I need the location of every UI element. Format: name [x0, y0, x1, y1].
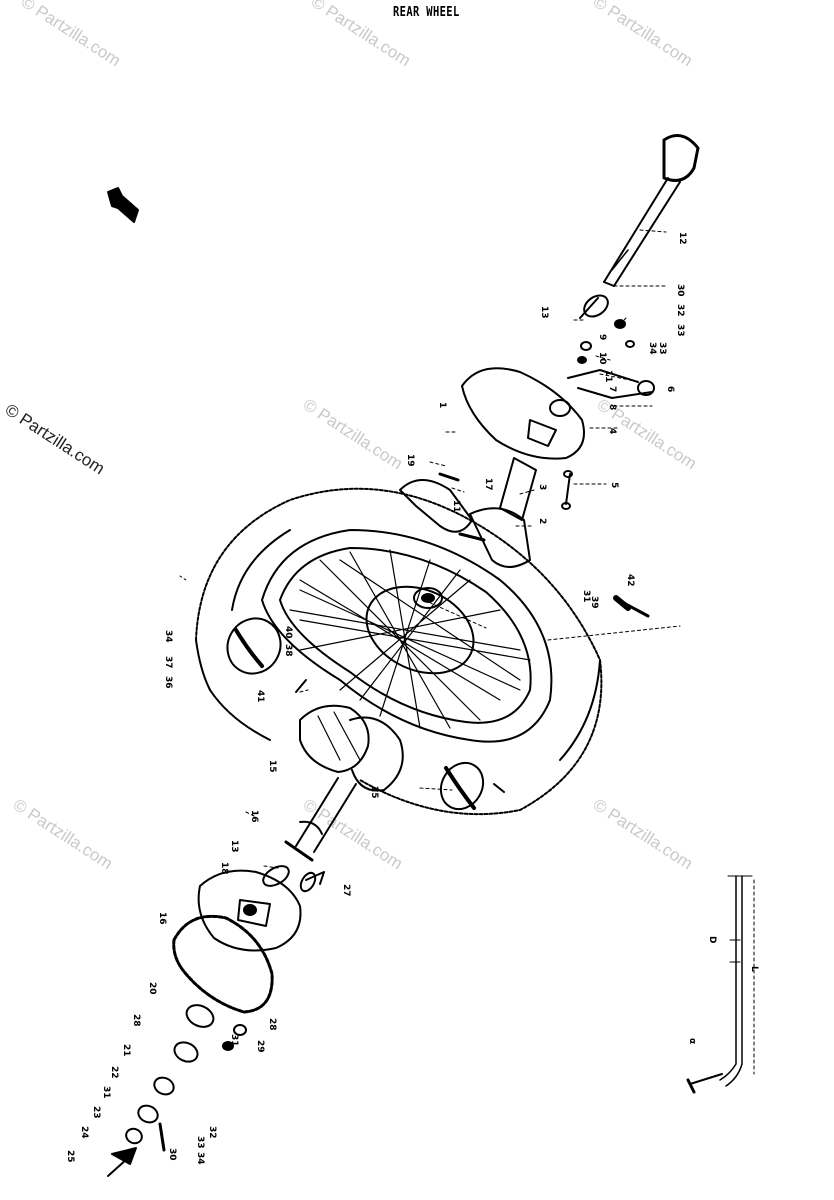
part-label: D — [707, 936, 717, 943]
part-label: 37 — [163, 656, 173, 669]
sprocket-drum — [197, 869, 302, 952]
part-label: 33 — [657, 342, 667, 355]
brake-panel — [461, 367, 655, 460]
part-label: α — [687, 1038, 697, 1044]
part-label: 29 — [255, 1040, 265, 1053]
part-label: 31 — [581, 590, 591, 603]
part-label: 17 — [483, 478, 493, 491]
part-labels: 12 30 32 33 34 33 13 9 10 11 7 6 8 4 1 5… — [65, 232, 759, 1165]
part-label: 25 — [369, 786, 379, 799]
sprocket-spacer — [284, 777, 357, 862]
part-label: 18 — [219, 862, 229, 875]
part-label: 39 — [589, 596, 599, 609]
part-label: 42 — [625, 574, 635, 587]
part-label: 5 — [609, 482, 619, 488]
part-label: L — [749, 966, 759, 972]
front-arrow-icon — [107, 187, 139, 223]
part-label: 2 — [537, 518, 547, 524]
cotter-pin — [295, 679, 505, 885]
tire-bead-line — [179, 575, 187, 581]
leader-lines — [245, 229, 681, 869]
part-label: 32 — [675, 304, 685, 317]
part-label: 23 — [91, 1106, 101, 1119]
part-label: 4 — [607, 428, 617, 434]
part-label: 30 — [167, 1148, 177, 1161]
chain-adjuster-bolt — [613, 595, 650, 618]
part-label: 28 — [131, 1014, 141, 1027]
part-label: 27 — [341, 884, 351, 897]
rim-and-spokes — [261, 529, 553, 743]
part-label: 31 — [101, 1086, 111, 1099]
part-label: 34 — [163, 630, 173, 643]
part-label: 30 — [675, 284, 685, 297]
rear-tire — [195, 487, 603, 816]
part-label: 21 — [121, 1044, 131, 1057]
part-label: 13 — [229, 840, 239, 853]
sprocket-washers — [107, 1004, 247, 1177]
part-label: 1 — [437, 402, 447, 408]
part-label: 3 — [537, 484, 547, 490]
part-label: 7 — [607, 386, 617, 392]
cush-drive-rubbers — [299, 704, 404, 792]
axle-washers — [577, 294, 635, 364]
part-label: 22 — [109, 1066, 119, 1079]
hub-bearing-right — [439, 761, 485, 811]
spoke-dimension-inset — [686, 875, 755, 1094]
part-label: 31 — [229, 1034, 239, 1047]
rear-axle — [603, 134, 700, 287]
brake-shoes — [399, 472, 531, 568]
part-label: 32 — [207, 1126, 217, 1139]
part-label: 9 — [597, 334, 607, 340]
part-label: 19 — [405, 454, 415, 467]
part-label: 34 — [195, 1152, 205, 1165]
part-label: 16 — [157, 912, 167, 925]
diagram-title: REAR WHEEL — [393, 5, 460, 20]
part-label: 15 — [267, 760, 277, 773]
part-label: 24 — [79, 1126, 89, 1139]
part-label: 40 — [283, 626, 293, 639]
part-label: 25 — [65, 1150, 75, 1163]
part-label: 11 — [451, 500, 461, 513]
part-label: 36 — [163, 676, 173, 689]
part-label: 12 — [677, 232, 687, 245]
part-label: 33 — [675, 324, 685, 337]
part-label: 28 — [267, 1018, 277, 1031]
part-label: 33 — [195, 1136, 205, 1149]
part-label: 11 — [603, 370, 613, 383]
brake-cam — [499, 457, 573, 521]
part-label: 38 — [283, 644, 293, 657]
rear-sprocket — [172, 914, 274, 1014]
part-label: 10 — [597, 352, 607, 365]
part-label: 8 — [607, 404, 617, 410]
part-label: 20 — [147, 982, 157, 995]
part-label: 6 — [665, 386, 675, 392]
part-label: 13 — [539, 306, 549, 319]
part-label: 41 — [255, 690, 265, 703]
part-label: 16 — [249, 810, 259, 823]
dust-seal — [226, 617, 282, 675]
part-label: 34 — [647, 342, 657, 355]
